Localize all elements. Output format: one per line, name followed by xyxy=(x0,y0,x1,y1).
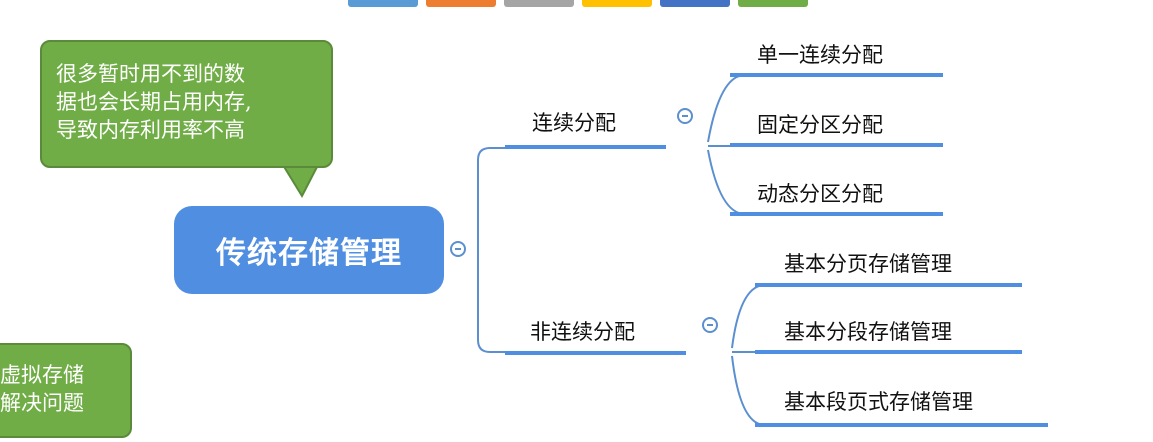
callout-bottom-line-2: 解决问题 xyxy=(0,391,84,415)
branch-2-child-1[interactable]: 基本分页存储管理 xyxy=(784,252,952,276)
branch-1-collapse-icon[interactable] xyxy=(677,108,693,124)
branch-1-child-2[interactable]: 固定分区分配 xyxy=(757,113,883,137)
connector-branch-1-child-1 xyxy=(707,74,746,143)
theme-swatch-yellow[interactable] xyxy=(582,0,652,7)
theme-color-strip xyxy=(348,0,808,7)
callout-bottom[interactable]: 虚拟存储 解决问题 xyxy=(0,343,132,438)
callout-top[interactable]: 很多暂时用不到的数 据也会长期占用内存, 导致内存利用率不高 xyxy=(40,40,333,168)
callout-top-line-2: 据也会长期占用内存, xyxy=(56,90,252,114)
root-node[interactable]: 传统存储管理 xyxy=(174,206,444,294)
connector-root-to-branch-1 xyxy=(477,147,505,250)
branch-1-child-1[interactable]: 单一连续分配 xyxy=(757,43,883,67)
callout-top-line-1: 很多暂时用不到的数 xyxy=(56,62,245,86)
callout-bottom-line-1: 虚拟存储 xyxy=(0,363,84,387)
branch-2-child-3[interactable]: 基本段页式存储管理 xyxy=(784,390,973,414)
connector-branch-2-child-3 xyxy=(731,355,766,426)
branch-2-collapse-icon[interactable] xyxy=(702,317,718,333)
connector-branch-2-child-1 xyxy=(731,284,766,349)
callout-top-tail xyxy=(281,164,320,199)
connector-root-to-branch-2 xyxy=(477,250,505,353)
branch-1-label[interactable]: 连续分配 xyxy=(532,111,616,135)
root-node-label: 传统存储管理 xyxy=(216,236,402,271)
theme-swatch-gray[interactable] xyxy=(504,0,574,7)
callout-top-line-3: 导致内存利用率不高 xyxy=(56,118,245,142)
theme-swatch-orange[interactable] xyxy=(426,0,496,7)
branch-2-label[interactable]: 非连续分配 xyxy=(530,320,635,344)
theme-swatch-darkblue[interactable] xyxy=(660,0,730,7)
root-collapse-icon[interactable] xyxy=(450,241,466,257)
theme-swatch-blue[interactable] xyxy=(348,0,418,7)
theme-swatch-green[interactable] xyxy=(738,0,808,7)
branch-1-child-3[interactable]: 动态分区分配 xyxy=(757,182,883,206)
branch-2-child-2[interactable]: 基本分段存储管理 xyxy=(784,320,952,344)
connector-branch-1-child-3 xyxy=(707,149,746,215)
